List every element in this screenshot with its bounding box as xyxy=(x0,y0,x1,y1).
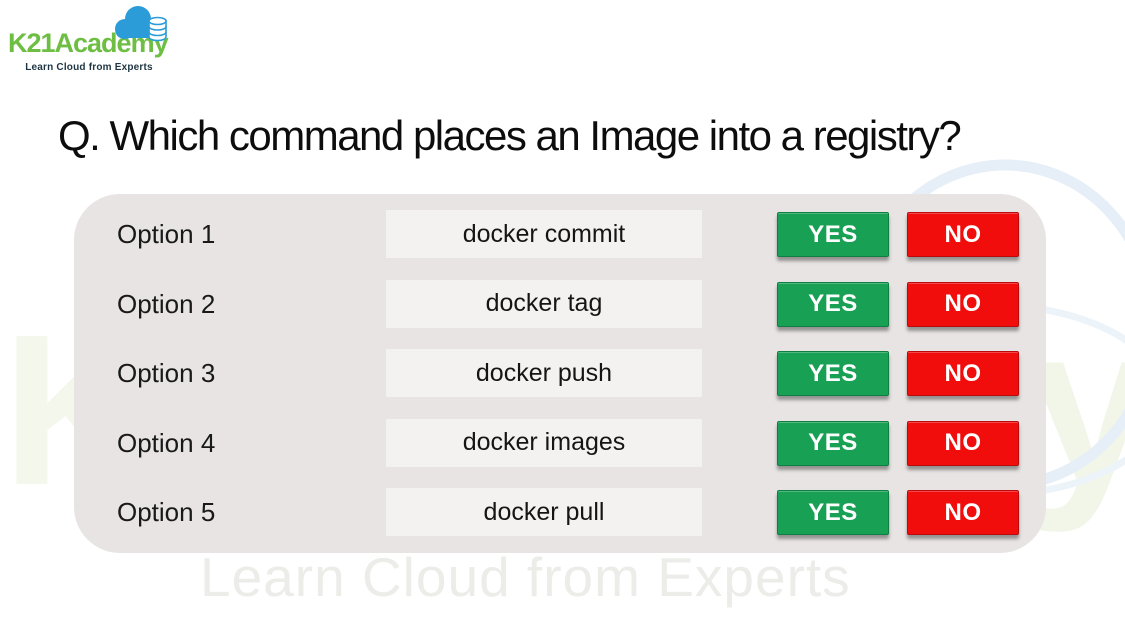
yes-button[interactable]: YES xyxy=(777,281,889,327)
no-button[interactable]: NO xyxy=(907,351,1019,396)
option-label: Option 4 xyxy=(117,427,216,458)
command-text: docker commit xyxy=(462,219,626,248)
logo: K21Academy Learn Cloud from Experts xyxy=(8,4,178,76)
option-row-2: Option 2 docker tag YES NO xyxy=(74,279,1046,328)
option-row-4: Option 4 docker images YES NO xyxy=(74,418,1046,467)
question-title: Q. Which command places an Image into a … xyxy=(58,112,962,159)
cloud-database-icon xyxy=(115,6,167,42)
command-text: docker pull xyxy=(483,497,605,526)
option-label: Option 3 xyxy=(117,358,216,388)
yes-button[interactable]: YES xyxy=(777,420,889,466)
command-text: docker tag xyxy=(485,289,603,317)
option-row-1: Option 1 docker commit YES NO xyxy=(74,210,1046,258)
option-row-5: Option 5 docker pull YES NO xyxy=(74,488,1046,536)
no-button[interactable]: NO xyxy=(907,490,1019,535)
no-button[interactable]: NO xyxy=(907,212,1019,257)
brand-tagline: Learn Cloud from Experts xyxy=(25,62,153,73)
yes-button[interactable]: YES xyxy=(777,351,889,396)
yes-button[interactable]: YES xyxy=(777,212,889,257)
command-box: docker pull xyxy=(386,488,702,536)
no-button[interactable]: NO xyxy=(907,420,1019,466)
option-row-3: Option 3 docker push YES NO xyxy=(74,349,1046,397)
command-box: docker push xyxy=(386,349,702,397)
command-box: docker commit xyxy=(386,210,702,258)
option-label: Option 5 xyxy=(117,497,216,527)
no-button[interactable]: NO xyxy=(907,281,1019,327)
watermark-footer-text: Learn Cloud from Experts xyxy=(200,546,851,608)
option-label: Option 2 xyxy=(117,288,216,319)
command-text: docker push xyxy=(475,358,613,387)
option-label: Option 1 xyxy=(117,219,216,249)
yes-button[interactable]: YES xyxy=(777,490,889,535)
command-box: docker tag xyxy=(386,279,702,328)
command-text: docker images xyxy=(462,428,626,456)
quiz-panel: Option 1 docker commit YES NO Option 2 d… xyxy=(74,194,1046,553)
command-box: docker images xyxy=(386,418,702,467)
